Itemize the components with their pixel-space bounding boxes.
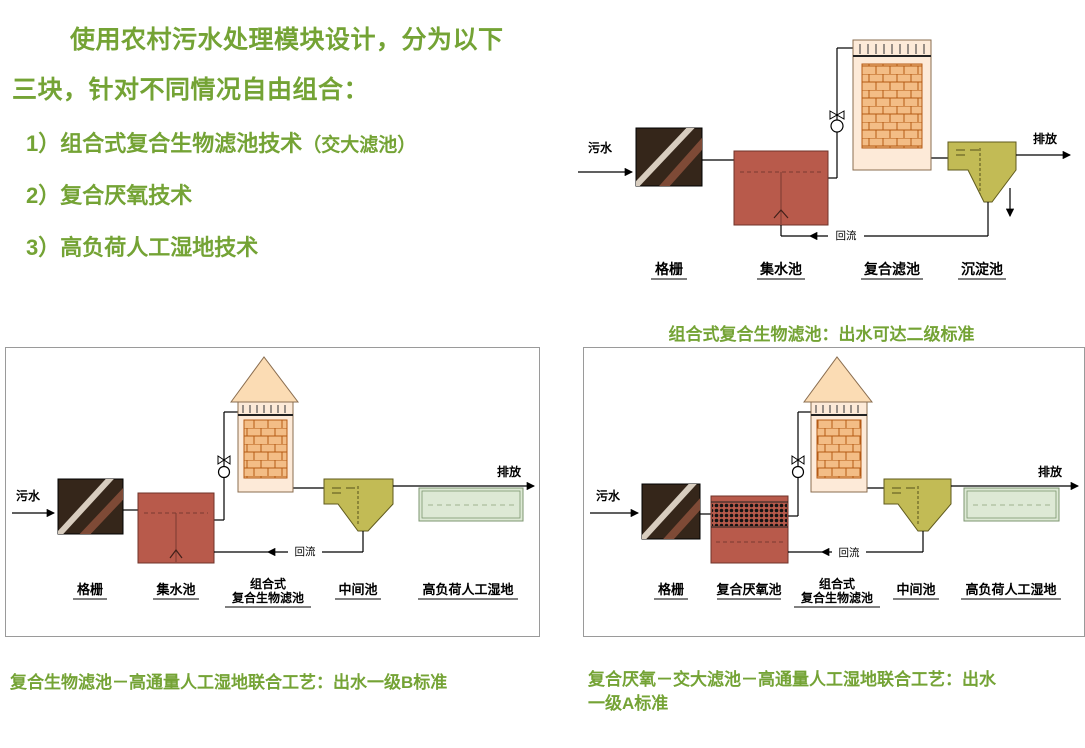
outflow-label: 排放	[1033, 131, 1058, 146]
outflow-label: 排放	[497, 464, 522, 479]
anaerobic-tank-shape	[710, 495, 789, 564]
intro-item-1: 1）组合式复合生物滤池技术（交大滤池）	[26, 126, 560, 158]
label-settle: 沉淀池	[961, 261, 1003, 278]
intro-line1: 使用农村污水处理模块设计，分为以下	[70, 26, 504, 54]
pipes	[700, 411, 884, 517]
label-tower-line2: 复合生物滤池	[800, 590, 873, 605]
reflux-label: 回流	[836, 229, 857, 242]
brick-media	[816, 419, 862, 479]
intro-text-block: 使用农村污水处理模块设计，分为以下 三块，针对不同情况自由组合： 1）组合式复合…	[12, 20, 560, 262]
reflux-line: 回流	[214, 531, 364, 558]
label-collect: 集水池	[759, 261, 802, 278]
distributor-ticks	[815, 405, 859, 413]
diagram-biofilter-svg: 污水	[578, 39, 1072, 280]
grit-screen-shape	[641, 483, 701, 540]
label-middle: 中间池	[338, 582, 377, 598]
reflux-label: 回流	[295, 545, 316, 558]
intro-item-1-text: 1）组合式复合生物滤池技术	[26, 131, 303, 156]
caption-biofilter: 组合式复合生物滤池：出水可达二级标准	[668, 325, 975, 344]
brick-media	[861, 63, 923, 149]
reflux-line: 回流	[788, 531, 924, 559]
unit-labels: 格栅 复合厌氧池 组合式 复合生物滤池 中间池 高负荷人工湿地	[654, 576, 1061, 608]
sedimentation-tank-shape	[947, 141, 1017, 203]
diagram-biofilter-wetland-svg: 污水	[12, 356, 536, 608]
wetland-shape	[963, 487, 1060, 522]
inflow-label: 污水	[596, 488, 621, 503]
grit-screen-shape	[635, 127, 703, 187]
outflow-label: 排放	[1038, 464, 1063, 479]
pump-icon	[791, 455, 805, 479]
diagram-biofilter-wetland: 污水	[5, 347, 540, 637]
label-tower-line1: 组合式	[819, 576, 855, 591]
label-grit: 格栅	[658, 582, 684, 598]
unit-labels: 格栅 集水池 组合式 复合生物滤池 中间池 高负荷人工湿地	[73, 576, 518, 608]
reflux-label: 回流	[839, 546, 860, 559]
label-grit: 格栅	[77, 582, 103, 598]
diagram-biofilter-process: 污水	[558, 10, 1085, 315]
middle-tank-shape	[323, 478, 394, 532]
biofilter-tower-shape	[230, 356, 300, 493]
inflow-label: 污水	[16, 488, 41, 503]
biofilter-tower-shape	[803, 356, 874, 493]
label-grit: 格栅	[655, 261, 683, 278]
caption-anaerobic-line2: 一级A标准	[588, 693, 669, 713]
label-wetland: 高负荷人工湿地	[422, 582, 513, 598]
label-middle: 中间池	[896, 582, 935, 598]
label-anaerobic: 复合厌氧池	[715, 582, 781, 598]
diagram-anaerobic-svg: 污水	[590, 356, 1080, 608]
distributor-ticks	[242, 405, 286, 413]
unit-labels: 格栅 集水池 复合滤池 沉淀池	[651, 261, 1006, 280]
label-tower-line1: 组合式	[250, 576, 286, 591]
biofilter-tower-shape	[852, 39, 932, 171]
label-filter: 复合滤池	[863, 261, 920, 278]
label-tower-line2: 复合生物滤池	[231, 590, 304, 605]
tower-roof	[230, 356, 300, 403]
intro-item-2: 2）复合厌氧技术	[26, 183, 193, 208]
caption-anaerobic-combined: 复合厌氧－交大滤池－高通量人工湿地联合工艺：出水 一级A标准	[588, 668, 1085, 716]
middle-tank-shape	[883, 478, 952, 532]
wetland-shape	[418, 487, 524, 522]
pipes	[702, 47, 948, 179]
collection-tank-shape	[137, 492, 215, 564]
collection-tank-shape	[733, 150, 829, 226]
pump-icon	[217, 455, 231, 479]
grit-screen-shape	[57, 478, 124, 535]
diagram-anaerobic-biofilter-wetland: 污水	[583, 347, 1085, 637]
tower-roof	[803, 356, 874, 403]
anaerobic-media-band	[712, 503, 787, 526]
caption-biofilter-wetland: 复合生物滤池－高通量人工湿地联合工艺：出水一级B标准	[10, 673, 448, 692]
brick-media	[243, 419, 288, 479]
pipes	[123, 411, 324, 521]
reflux-line: 回流	[780, 202, 989, 242]
inflow-label: 污水	[588, 140, 613, 155]
pump-icon	[829, 110, 845, 133]
intro-line2: 三块，针对不同情况自由组合：	[12, 76, 370, 104]
label-collect: 集水池	[155, 582, 195, 598]
distributor-ticks	[859, 44, 925, 54]
label-wetland: 高负荷人工湿地	[965, 582, 1056, 598]
intro-item-1-suffix: （交大滤池）	[302, 135, 417, 156]
intro-item-3: 3）高负荷人工湿地技术	[26, 235, 259, 260]
caption-anaerobic-line1: 复合厌氧－交大滤池－高通量人工湿地联合工艺：出水	[588, 670, 996, 689]
